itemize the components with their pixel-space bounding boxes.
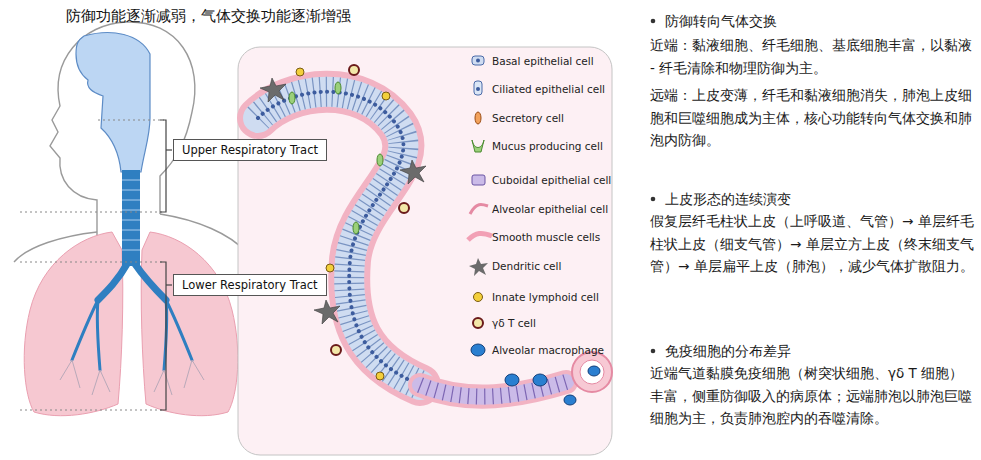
region-box: Upper Respiratory Tract (173, 139, 327, 161)
macrophages (505, 366, 600, 405)
note-text: 近端：黏液细胞、纤毛细胞、基底细胞丰富，以黏液 - 纤毛清除和物理防御为主。 (650, 34, 976, 79)
fine-airways (60, 360, 204, 395)
upper-tract (76, 33, 150, 172)
brackets (160, 120, 172, 410)
note-text: 上皮形态的连续演变 (665, 188, 975, 211)
note-text: 防御转向气体交换 (665, 10, 975, 33)
legend-text: Alveolar epithelial cell (492, 203, 608, 215)
note-text: 近端气道黏膜免疫细胞（树突状细胞、γδ T 细胞）丰富，侧重防御吸入的病原体；远… (650, 362, 976, 430)
legend-text: Cuboidal epithelial cell (492, 174, 611, 186)
title: 防御功能逐渐减弱，气体交换功能逐渐增强 (66, 7, 351, 26)
note-text: 假复层纤毛柱状上皮（上呼吸道、气管）→ 单层纤毛柱状上皮（细支气管）→ 单层立方… (650, 210, 976, 278)
legend-text: Smooth muscle cells (492, 231, 600, 243)
legend-text: Basal epithelial cell (492, 55, 594, 67)
region-box: Lower Respiratory Tract (173, 274, 327, 296)
guide-lines (20, 120, 164, 410)
trachea (122, 170, 140, 266)
legend-text: Innate lymphoid cell (492, 291, 599, 303)
legend-text: Dendritic cell (492, 260, 561, 272)
note-text: 远端：上皮变薄，纤毛和黏液细胞消失，肺泡上皮细胞和巨噬细胞成为主体，核心功能转向… (650, 84, 976, 152)
region-label: Lower Respiratory Tract (182, 278, 318, 292)
legend-text: Alveolar macrophage (492, 344, 604, 356)
gd-t-cells (331, 65, 409, 355)
legend-text: Secretory cell (492, 112, 564, 124)
legend-icons (468, 56, 492, 356)
alveoli (572, 352, 612, 392)
region-label: Upper Respiratory Tract (182, 143, 318, 157)
legend-text: Mucus producing cell (492, 140, 603, 152)
legend-text: γδ T cell (492, 317, 536, 329)
trachea-rings (122, 180, 140, 250)
innate-lymphoid-cells (296, 68, 390, 380)
note-text: 免疫细胞的分布差异 (665, 340, 975, 363)
legend-text: Ciliated epithelial cell (492, 83, 605, 95)
panel (238, 47, 612, 455)
